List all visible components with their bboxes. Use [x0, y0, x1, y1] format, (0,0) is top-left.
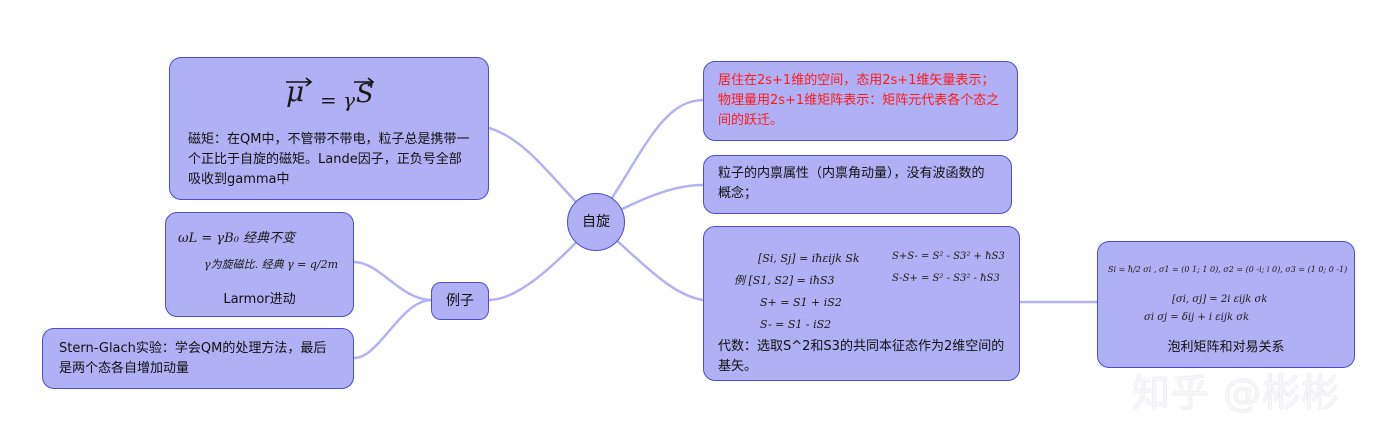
zhihu-watermark: 知乎 @彬彬	[1132, 371, 1341, 415]
algebra-text: 代数：选取S^2和S3的共同本征态作为2维空间的基矢。	[718, 339, 1005, 374]
algebra-hw-line3: 例 [S1, S2] = iħS3	[734, 274, 835, 287]
magnetic-moment-text: 磁矩：在QM中，不管带不带电，粒子总是携带一个正比于自旋的磁矩。Lande因子，…	[188, 132, 470, 187]
magnetic-moment-node[interactable]: μ = γ S 磁矩：在QM中，不管带不带电，粒子总是携带一个正比于自旋的磁矩。…	[169, 57, 489, 200]
algebra-hw-line5: S+ = S1 + iS2	[760, 296, 842, 309]
larmor-handwriting-line1: ωL = γB₀ 经典不变	[178, 231, 296, 246]
pauli-hw-line3: σi σj = δij + i εijk σk	[1144, 312, 1250, 323]
intrinsic-property-node[interactable]: 粒子的内禀属性（内禀角动量），没有波函数的概念；	[703, 155, 1012, 214]
magnetic-moment-formula-image: μ = γ S	[280, 70, 400, 118]
example-node[interactable]: 例子	[431, 282, 489, 320]
center-node-spin[interactable]: 自旋	[567, 193, 625, 251]
stern-gerlach-text: Stern-Glach实验：学会QM的处理方法，最后是两个态各自增加动量	[59, 341, 327, 376]
pauli-label: 泡利矩阵和对易关系	[1167, 340, 1285, 355]
algebra-hw-line2: S+S- = S² - S3² + ħS3	[892, 251, 1005, 262]
pauli-node[interactable]: Si = ħ/2 σi , σ1 = (0 1; 1 0), σ2 = (0 -…	[1097, 241, 1355, 368]
algebra-hw-line6: S- = S1 - iS2	[760, 318, 832, 331]
hilbert-space-text: 居住在2s+1维的空间，态用2s+1维矢量表示；物理量用2s+1维矩阵表示：矩阵…	[718, 73, 1000, 128]
pauli-hw-line1: Si = ħ/2 σi , σ1 = (0 1; 1 0), σ2 = (0 -…	[1108, 265, 1348, 274]
algebra-handwriting-image: [Si, Sj] = iħεijk Sk S+S- = S² - S3² + ħ…	[734, 241, 1005, 333]
hilbert-space-node[interactable]: 居住在2s+1维的空间，态用2s+1维矢量表示；物理量用2s+1维矩阵表示：矩阵…	[703, 61, 1018, 141]
larmor-node[interactable]: ωL = γB₀ 经典不变 γ为旋磁比. 经典 γ = q/2m Larmor进…	[165, 212, 354, 317]
algebra-hw-line4: S-S+ = S² - S3² - ħS3	[892, 273, 1000, 284]
larmor-handwriting-line2: γ为旋磁比. 经典 γ = q/2m	[204, 258, 339, 271]
intrinsic-property-text: 粒子的内禀属性（内禀角动量），没有波函数的概念；	[718, 166, 985, 201]
algebra-hw-line1: [Si, Sj] = iħεijk Sk	[758, 252, 860, 265]
center-node-label: 自旋	[582, 214, 610, 230]
formula-mu: μ	[286, 75, 305, 108]
algebra-node[interactable]: [Si, Sj] = iħεijk Sk S+S- = S² - S3² + ħ…	[703, 226, 1020, 381]
pauli-hw-line2: [σi, σj] = 2i εijk σk	[1172, 294, 1268, 305]
formula-s: S	[356, 79, 374, 109]
larmor-label: Larmor进动	[223, 292, 296, 307]
example-node-label: 例子	[446, 293, 474, 309]
formula-eq: = γ	[320, 88, 356, 112]
stern-gerlach-node[interactable]: Stern-Glach实验：学会QM的处理方法，最后是两个态各自增加动量	[42, 328, 354, 389]
